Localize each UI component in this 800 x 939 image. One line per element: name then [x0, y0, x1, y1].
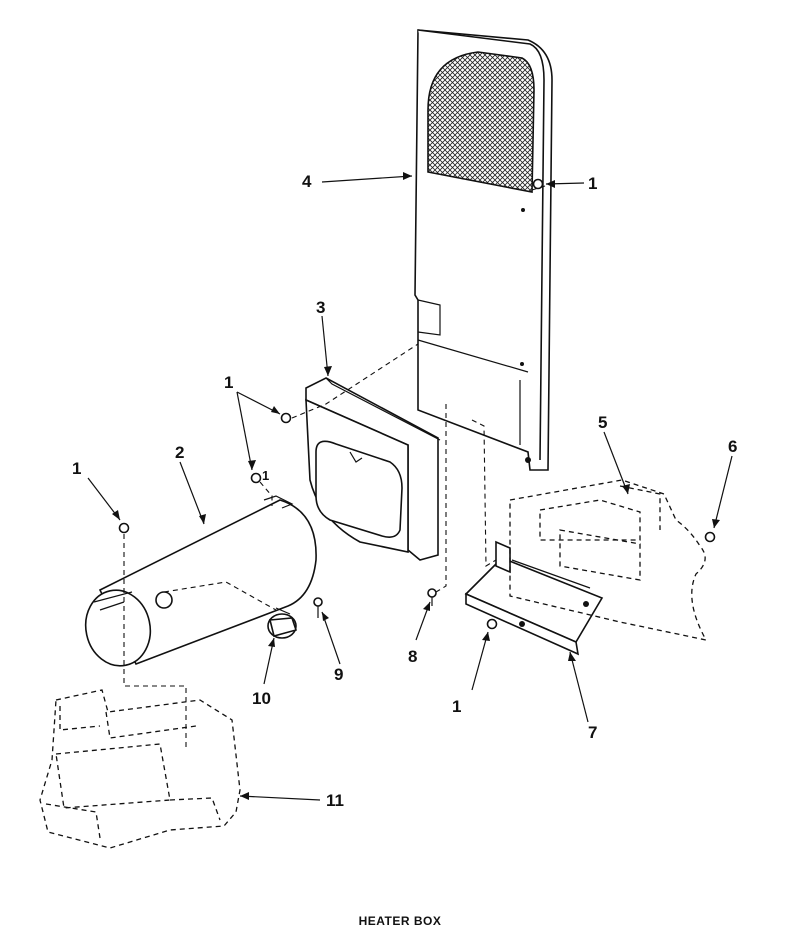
diagram-caption: HEATER BOX	[358, 914, 442, 928]
callout-11: 11	[326, 791, 344, 810]
part-10-thermostat	[267, 607, 298, 639]
callout-2: 2	[175, 443, 184, 462]
part-5-blower-housing-hidden	[509, 479, 708, 641]
callout-9: 9	[334, 665, 343, 684]
part-9-screw	[313, 597, 323, 618]
vent-mesh	[427, 51, 535, 193]
callout-3: 3	[316, 298, 325, 317]
callout-1-mid: 1	[224, 373, 233, 392]
callout-4: 4	[302, 172, 312, 191]
part-2-heater-tube	[84, 495, 317, 667]
part-1-screws	[118, 178, 716, 630]
callout-1-left: 1	[72, 459, 81, 478]
callout-1-bottom: 1	[452, 697, 461, 716]
callout-1-top: 1	[588, 174, 597, 193]
callout-8: 8	[408, 647, 417, 666]
callout-7: 7	[588, 723, 597, 742]
part-4-duct-panel	[414, 29, 553, 471]
part-8-screw	[427, 588, 437, 606]
callout-10: 10	[252, 689, 271, 708]
part-11-cabinet-base-hidden	[39, 689, 241, 849]
part-6-screw	[704, 531, 716, 543]
callout-1-stub: 1	[262, 468, 269, 483]
callout-5: 5	[598, 413, 607, 432]
callout-6: 6	[728, 437, 737, 456]
assembly-lines	[123, 185, 546, 748]
part-7-bracket	[464, 540, 604, 656]
part-3-adapter-housing	[305, 377, 441, 561]
callout-numbers: 1 4 3 1 1 2 5 6 8 9 10 1 7 11 1	[72, 172, 737, 810]
leader-lines	[87, 172, 733, 801]
